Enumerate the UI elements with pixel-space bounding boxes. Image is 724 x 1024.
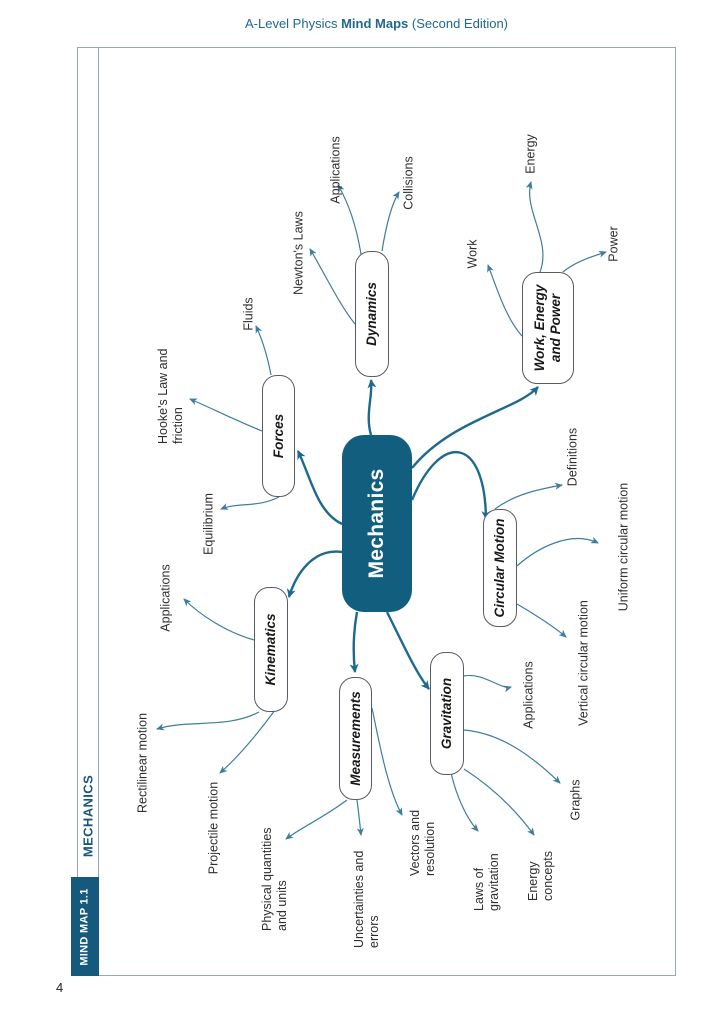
sub-label-laws-of-gravitation: Laws of gravitation bbox=[471, 853, 501, 911]
sub-label-power: Power bbox=[606, 226, 621, 262]
sub-label-uncertainties: Uncertainties and errors bbox=[351, 850, 381, 948]
topic-node-work-energy-power: Work, Energy and Power bbox=[522, 272, 574, 384]
sub-label-graphs: Graphs bbox=[568, 779, 583, 821]
mindmap-frame bbox=[77, 47, 676, 976]
sub-label-kinematics-applications: Applications bbox=[158, 564, 173, 632]
sub-label-definitions: Definitions bbox=[565, 427, 580, 487]
sub-label-projectile-motion: Projectile motion bbox=[206, 781, 221, 875]
sub-label-collisions: Collisions bbox=[401, 156, 416, 210]
sub-label-equilibrium: Equilibrium bbox=[201, 493, 216, 555]
sub-label-vectors-resolution: Vectors and resolution bbox=[407, 809, 437, 876]
topic-node-measurements: Measurements bbox=[339, 677, 372, 800]
sub-label-rectilinear-motion: Rectilinear motion bbox=[135, 712, 150, 814]
sub-label-energy-concepts: Energy concepts bbox=[525, 850, 555, 901]
mindmap-tab: MIND MAP 1.1 bbox=[71, 877, 99, 976]
title-bold: Mind Maps bbox=[341, 16, 409, 31]
topic-node-dynamics: Dynamics bbox=[355, 251, 389, 377]
topic-node-circular-motion: Circular Motion bbox=[483, 509, 517, 627]
chapter-label: MECHANICS bbox=[80, 774, 96, 858]
sub-label-work: Work bbox=[465, 239, 480, 269]
sub-label-fluids: Fluids bbox=[241, 297, 256, 331]
sidebar-column bbox=[77, 47, 99, 976]
sub-branches bbox=[156, 181, 607, 840]
topic-node-kinematics: Kinematics bbox=[254, 587, 288, 712]
topic-node-gravitation: Gravitation bbox=[430, 652, 464, 775]
title-prefix: A-Level Physics bbox=[244, 16, 338, 31]
center-node-mechanics: Mechanics bbox=[342, 435, 412, 612]
sub-label-gravitation-applications: Applications bbox=[521, 661, 536, 729]
main-branches bbox=[287, 379, 539, 690]
sub-label-dynamics-applications: Applications bbox=[328, 136, 343, 204]
header-title: A-Level Physics Mind Maps (Second Editio… bbox=[77, 16, 676, 31]
sub-label-hookes-law: Hooke's Law and friction bbox=[155, 348, 185, 444]
topic-node-forces: Forces bbox=[262, 375, 295, 497]
sub-label-uniform-circular-motion: Uniform circular motion bbox=[616, 482, 631, 612]
center-node-label: Mechanics bbox=[365, 468, 388, 579]
sub-label-physical-quantities: Physical quantities and units bbox=[259, 827, 289, 931]
page-number: 4 bbox=[56, 980, 64, 995]
branch-curves-svg bbox=[156, 181, 607, 840]
mindmap-canvas: Mechanics Dynamics Forces Work, Energy a… bbox=[99, 47, 676, 976]
sub-label-energy: Energy bbox=[523, 134, 538, 174]
tab-label: MIND MAP 1.1 bbox=[79, 887, 92, 966]
sub-label-newtons-laws: Newton's Laws bbox=[291, 211, 306, 295]
sub-label-vertical-circular-motion: Vertical circular motion bbox=[576, 600, 591, 726]
title-suffix: (Second Edition) bbox=[411, 16, 509, 31]
